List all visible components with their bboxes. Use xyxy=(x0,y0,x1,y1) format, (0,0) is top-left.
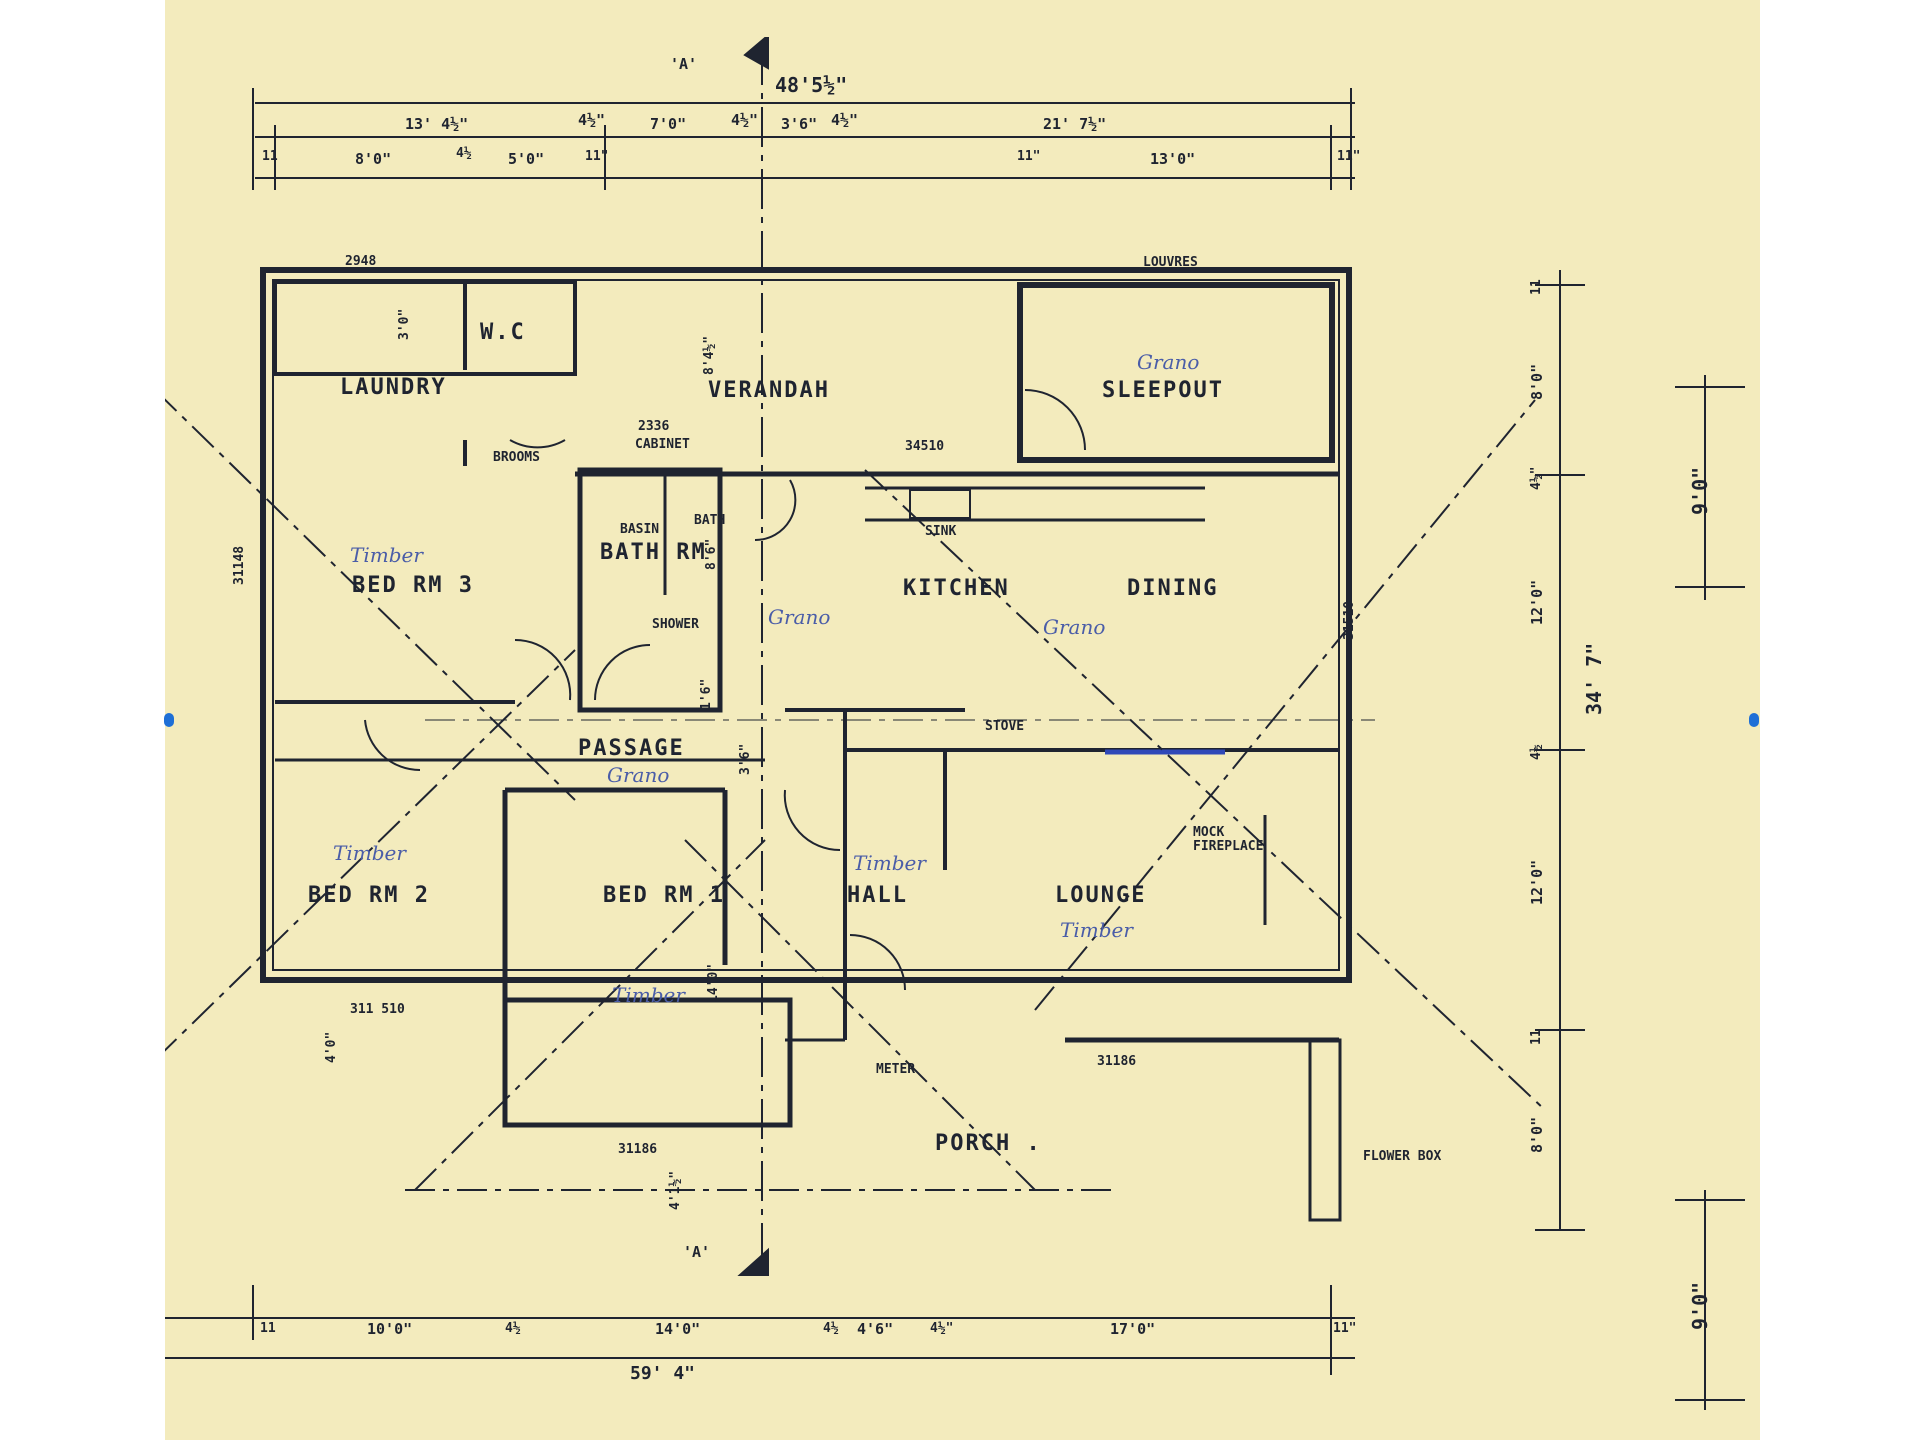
dim-right-5: 4½ xyxy=(1529,744,1544,760)
label-flower-box: FLOWER BOX xyxy=(1363,1149,1442,1164)
dim-14-0: 14'0" xyxy=(706,963,721,1003)
label-fireplace: FIREPLACE xyxy=(1193,839,1264,854)
dim-top-7: 21' 7½" xyxy=(1043,115,1107,133)
room-bed1: BED RM 1 xyxy=(603,883,725,908)
eave-dim-bottom: 9'0" xyxy=(1688,1281,1712,1330)
room-wc: W.C xyxy=(480,320,526,345)
dim-top-6: 4½" xyxy=(831,111,859,129)
section-marker-bottom: 'A' xyxy=(683,1243,711,1261)
dim-right-8: 8'0" xyxy=(1528,1116,1546,1153)
dim-top-e1: 11 xyxy=(262,149,278,164)
finish-dining: Grano xyxy=(1043,615,1106,639)
label-cabinet: CABINET xyxy=(635,437,690,452)
room-porch: PORCH . xyxy=(935,1131,1042,1156)
dim-3-6: 3'6" xyxy=(738,743,753,775)
label-shower: SHOWER xyxy=(652,617,699,632)
label-meter: METER xyxy=(876,1062,916,1077)
dim-bottom-1: 11 xyxy=(260,1321,276,1336)
finish-bed2: Timber xyxy=(333,841,406,865)
dim-bottom-3: 4½ xyxy=(505,1321,521,1336)
room-hall: HALL xyxy=(847,883,908,908)
dim-top-5: 3'6" xyxy=(781,115,818,133)
finish-passage: Grano xyxy=(607,763,670,787)
dim-bottom-4: 14'0" xyxy=(655,1320,701,1338)
dim-31186-lounge: 31186 xyxy=(1097,1054,1137,1069)
finish-bed1: Timber xyxy=(612,983,685,1007)
label-louvres: LOUVRES xyxy=(1143,255,1198,270)
finish-hall: Timber xyxy=(853,851,926,875)
dim-top-4: 4½" xyxy=(731,111,759,129)
dim-top-1: 13' 4½" xyxy=(405,115,469,133)
dim-8-4-half: 8'4½" xyxy=(702,335,717,375)
room-sleepout: SLEEPOUT xyxy=(1102,378,1224,403)
dim-bottom-9: 11" xyxy=(1333,1321,1357,1336)
dim-31186-bed1: 31186 xyxy=(618,1142,658,1157)
dim-top-e8: 11" xyxy=(1337,149,1361,164)
label-stove: STOVE xyxy=(985,719,1025,734)
dim-right-3: 4½" xyxy=(1529,466,1544,490)
eave-dim-top: 9'0" xyxy=(1688,466,1712,515)
room-verandah: VERANDAH xyxy=(708,378,830,403)
dim-bottom-6: 4'6" xyxy=(857,1320,894,1338)
dim-bottom-8: 17'0" xyxy=(1110,1320,1156,1338)
dim-right-6: 12'0" xyxy=(1528,859,1546,905)
dim-34510: 34510 xyxy=(905,439,945,454)
section-marker-top: 'A' xyxy=(670,55,698,73)
overall-depth-right: 34' 7" xyxy=(1582,642,1606,715)
viewer-handle-left[interactable] xyxy=(164,713,174,727)
dim-2336: 2336 xyxy=(638,419,670,434)
overall-width-bottom: 59' 4" xyxy=(630,1363,696,1384)
finish-sleepout: Grano xyxy=(1137,350,1200,374)
room-passage: PASSAGE xyxy=(578,736,685,761)
floor-plan-linework xyxy=(165,37,1745,1410)
dim-top-2: 4½" xyxy=(578,111,606,129)
room-dining: DINING xyxy=(1127,576,1219,601)
dim-top-e7: 13'0" xyxy=(1150,150,1196,168)
dim-bottom-2: 10'0" xyxy=(367,1320,413,1338)
dim-top-e5: 11" xyxy=(585,149,609,164)
dim-right-1: 11 xyxy=(1529,279,1544,295)
dim-top-3: 7'0" xyxy=(650,115,687,133)
room-laundry: LAUNDRY xyxy=(340,375,447,400)
viewer-handle-right[interactable] xyxy=(1749,713,1759,727)
dim-top-e2: 8'0" xyxy=(355,150,392,168)
label-sink: SINK xyxy=(925,524,957,539)
dim-right-4: 12'0" xyxy=(1528,579,1546,625)
dim-1-6: 1'6" xyxy=(699,678,714,710)
finish-bed3: Timber xyxy=(350,543,423,567)
dim-311-510: 311 510 xyxy=(350,1002,405,1017)
room-kitchen: KITCHEN xyxy=(903,576,1010,601)
dim-top-e3: 4½ xyxy=(456,146,472,161)
dim-3-0: 3'0" xyxy=(397,308,412,340)
room-bed2: BED RM 2 xyxy=(308,883,430,908)
label-mock: MOCK xyxy=(1193,825,1225,840)
dim-right-2: 8'0" xyxy=(1528,363,1546,400)
label-brooms: BROOMS xyxy=(493,450,540,465)
label-bath: BATH xyxy=(694,513,726,528)
dim-bottom-7: 4½" xyxy=(930,1321,954,1336)
dim-top-e4: 5'0" xyxy=(508,150,545,168)
dim-31510: 31510 xyxy=(1342,600,1357,640)
dim-top-e6: 11" xyxy=(1017,149,1041,164)
dim-bottom-5: 4½ xyxy=(823,1321,839,1336)
dim-2948: 2948 xyxy=(345,254,377,269)
dim-8-6: 8'6" xyxy=(704,538,719,570)
dim-31148: 31148 xyxy=(232,545,247,585)
label-basin: BASIN xyxy=(620,522,660,537)
finish-lounge: Timber xyxy=(1060,918,1133,942)
room-lounge: LOUNGE xyxy=(1055,883,1147,908)
dim-right-7: 11 xyxy=(1529,1029,1544,1045)
dim-4-1-half: 4'1½" xyxy=(668,1170,683,1210)
room-bed3: BED RM 3 xyxy=(352,573,474,598)
room-bath: BATH RM xyxy=(600,540,707,565)
overall-width-top: 48'5½" xyxy=(775,73,848,97)
finish-bath: Grano xyxy=(768,605,831,629)
dim-4-0: 4'0" xyxy=(324,1031,339,1063)
